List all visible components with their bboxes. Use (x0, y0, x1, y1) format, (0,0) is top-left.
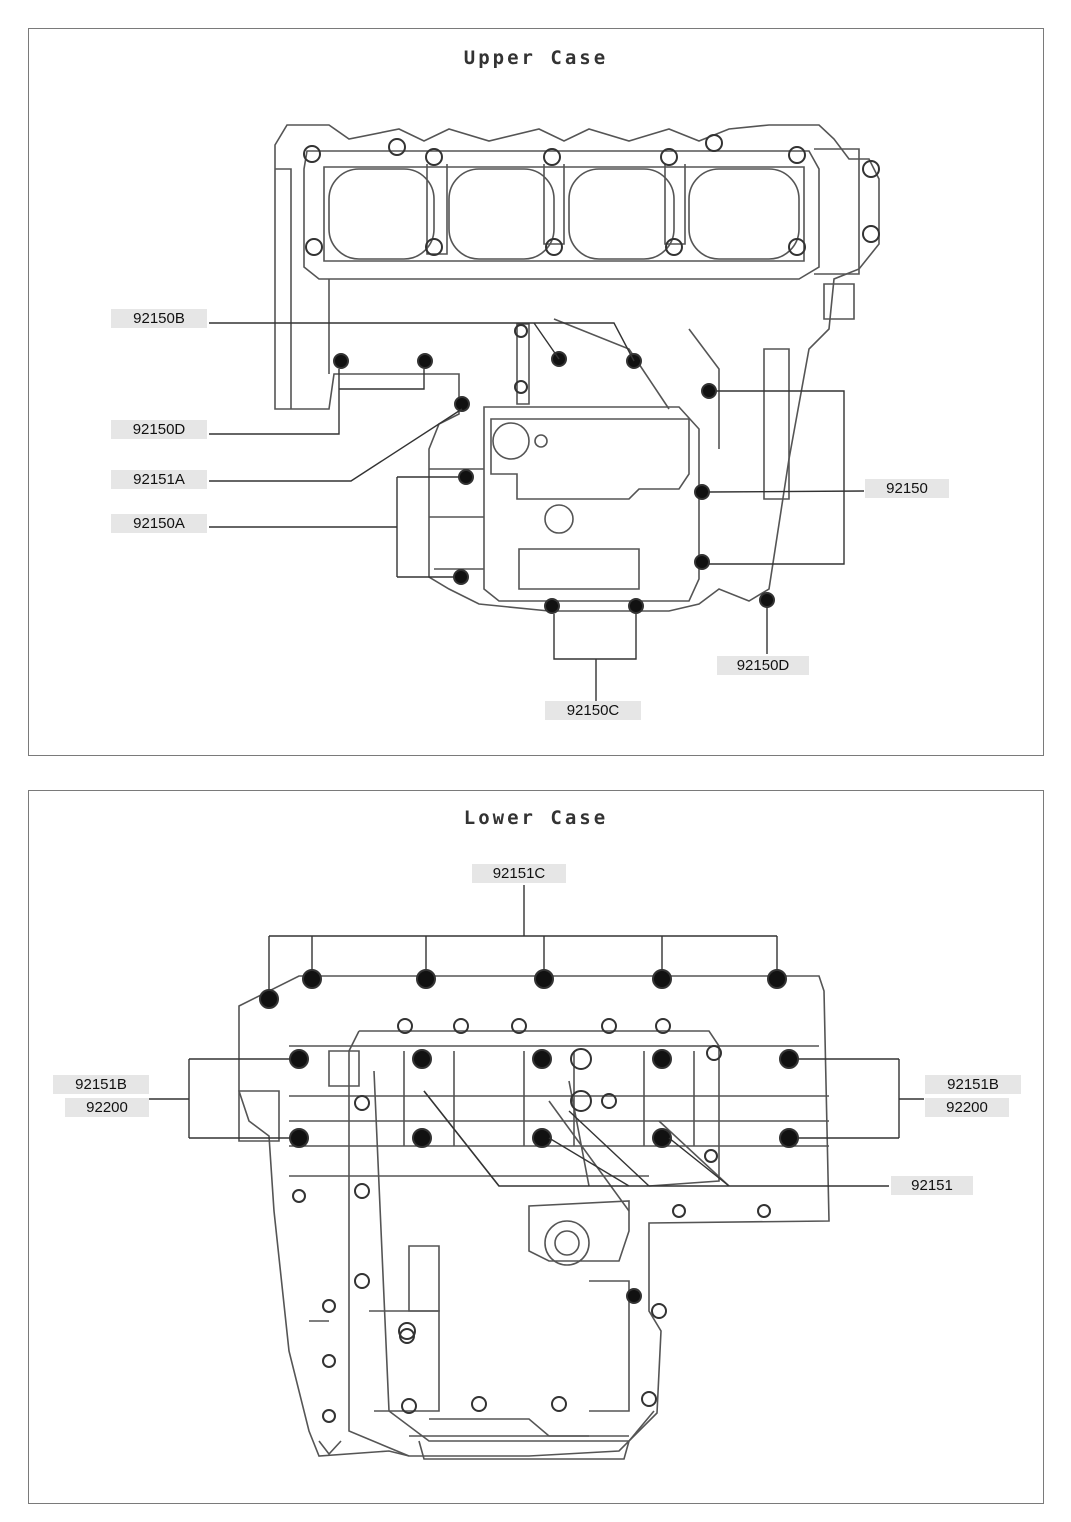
upper-case-panel: Upper Case (28, 28, 1044, 756)
callout-92150D-right: 92150D (717, 656, 809, 675)
upper-case-title: Upper Case (463, 47, 609, 69)
callout-92151B-left: 92151B (53, 1075, 149, 1094)
callout-92151B-right: 92151B (925, 1075, 1021, 1094)
upper-case-drawing (209, 124, 880, 711)
callout-92151: 92151 (891, 1176, 973, 1195)
callout-92150A: 92150A (111, 514, 207, 533)
callout-92150: 92150 (865, 479, 949, 498)
callout-92150B: 92150B (111, 309, 207, 328)
lower-case-leader-lines (149, 885, 924, 1187)
callout-92200-right: 92200 (925, 1098, 1009, 1117)
callout-92200-left: 92200 (65, 1098, 149, 1117)
lower-case-indicated-bolts (259, 969, 799, 1304)
upper-case-outline (274, 124, 880, 612)
lower-case-panel: Lower Case (28, 790, 1044, 1504)
lower-case-bolt-rings (292, 1018, 771, 1423)
callout-92150C: 92150C (545, 701, 641, 720)
callout-92151C: 92151C (472, 864, 566, 883)
upper-case-indicated-bolts (333, 351, 775, 614)
lower-case-outline (238, 975, 830, 1460)
lower-case-title: Lower Case (463, 807, 609, 829)
callout-92151A: 92151A (111, 470, 207, 489)
upper-case-bolt-rings (303, 134, 880, 394)
lower-case-drawing (149, 885, 924, 1460)
upper-case-leader-lines (209, 322, 865, 711)
callout-92150D-left: 92150D (111, 420, 207, 439)
